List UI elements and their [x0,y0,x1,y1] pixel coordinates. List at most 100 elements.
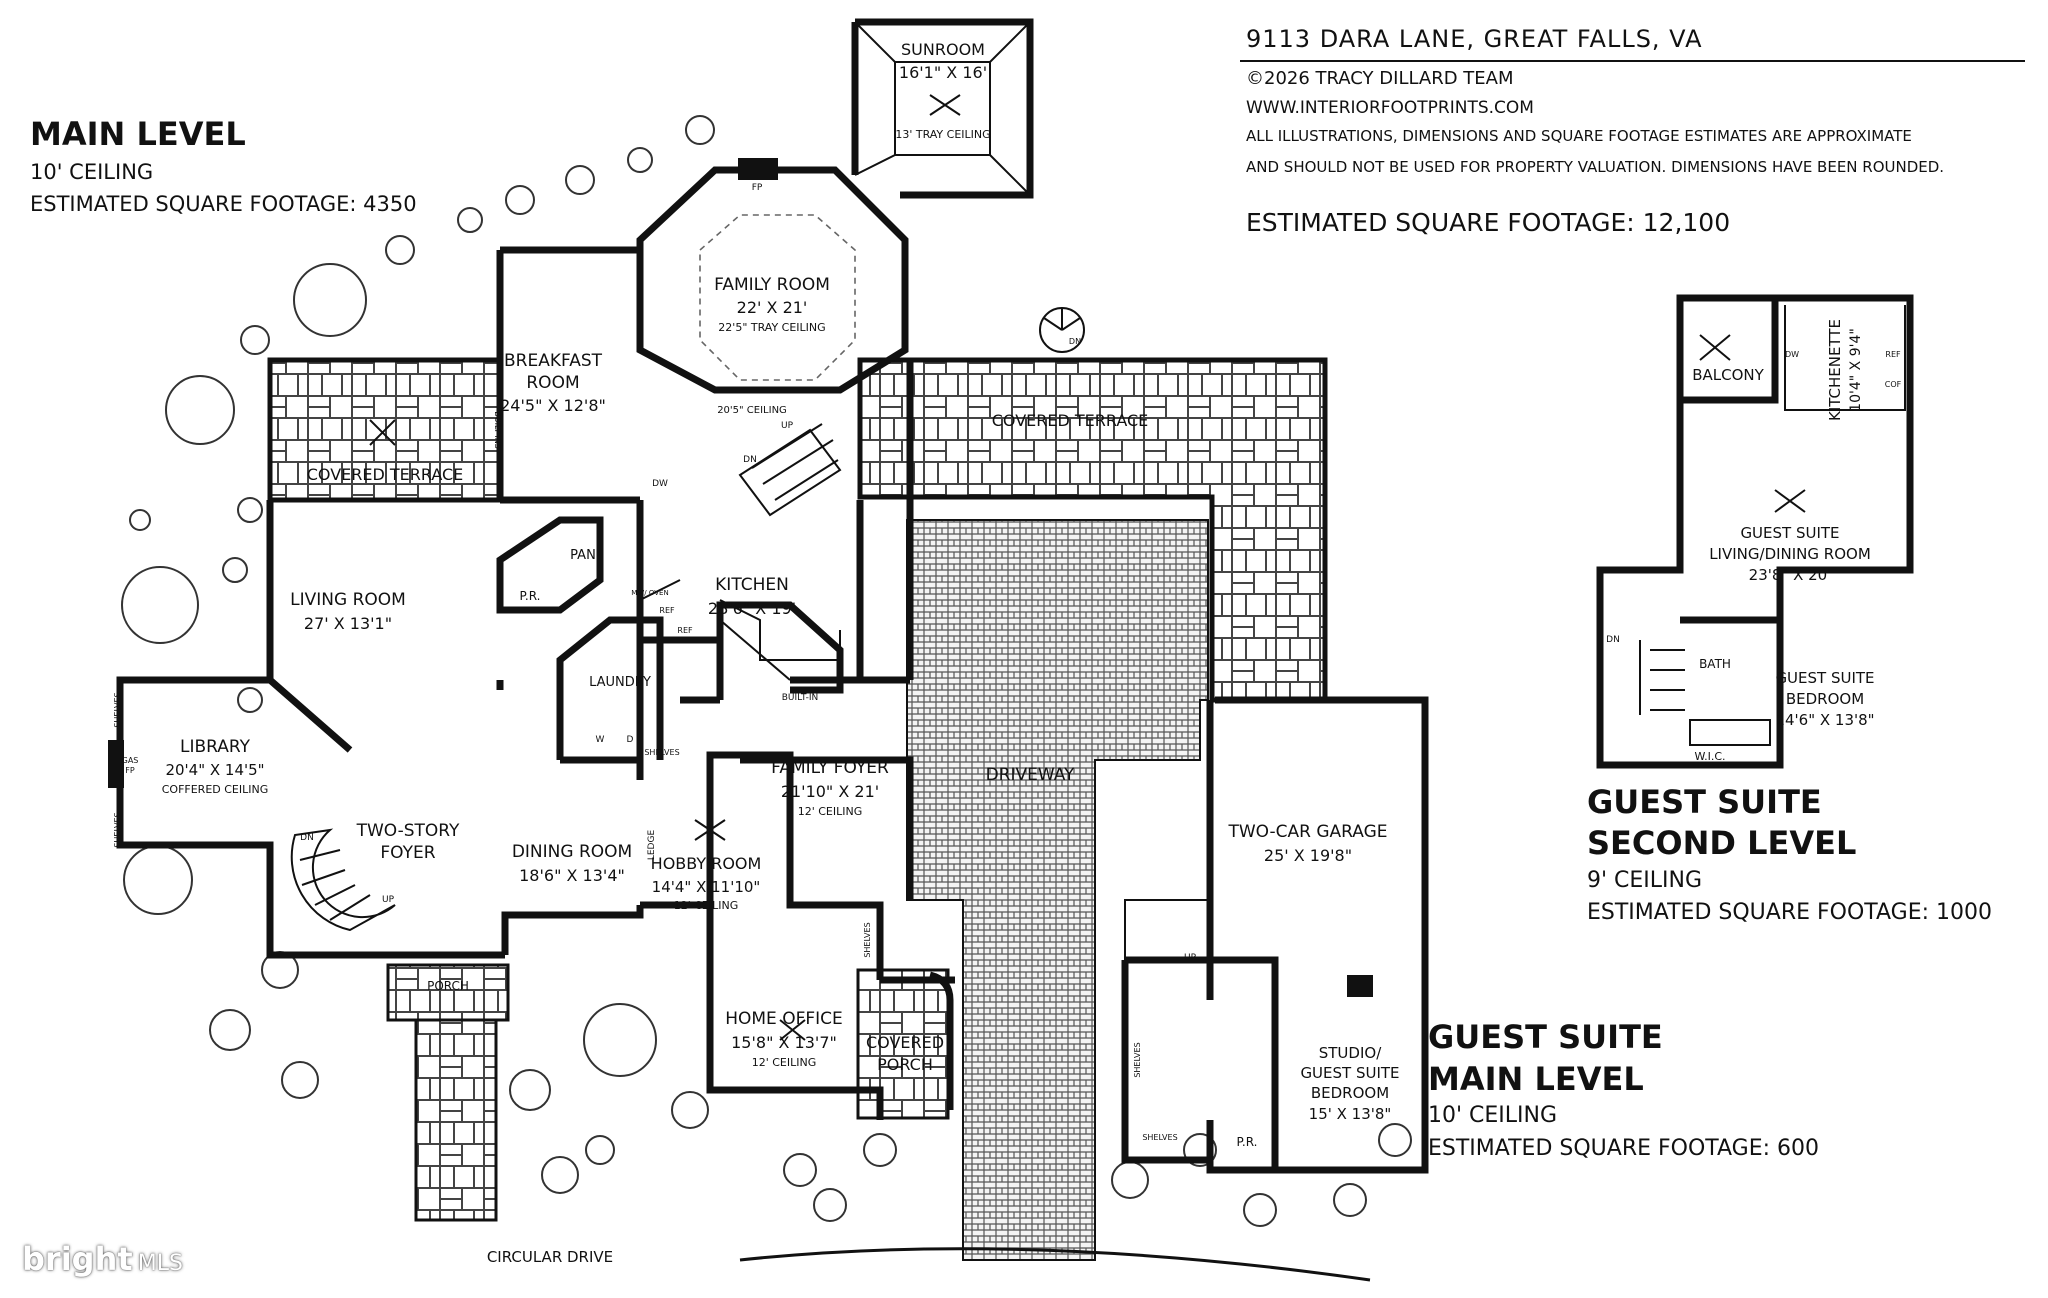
built-in-label: BUILT-IN [782,693,819,703]
ledge-label: LEDGE [647,830,657,861]
covered-terrace-right-label: COVERED TERRACE [992,411,1149,430]
family-room-ceiling: 20'5" CEILING [717,405,787,416]
ref-label-3: REF [1885,350,1901,359]
stair-main-curved [290,828,396,932]
kitchen-name: KITCHEN [715,575,789,595]
main-level-walls [116,18,1429,1174]
washer-label: W [596,735,605,745]
family-room-note: 22'5" TRAY CEILING [718,321,825,334]
ceiling-fan-icons [369,94,1806,1041]
shelves-label-4: SHELVES [1142,1133,1177,1142]
garage-name: TWO-CAR GARAGE [1227,822,1387,842]
up-label-kitchen: UP [781,421,794,431]
circular-drive-label: CIRCULAR DRIVE [487,1248,613,1266]
website: WWW.INTERIORFOOTPRINTS.COM [1246,98,1534,118]
covered-terrace-left-label: COVERED TERRACE [307,465,464,484]
circular-drive-curve [739,1247,1371,1282]
up-label-foyer: UP [382,895,395,905]
main-level-sqft: ESTIMATED SQUARE FOOTAGE: 4350 [30,192,417,216]
dining-dims: 18'6" X 13'4" [519,866,625,885]
porch-label: PORCH [427,979,469,993]
library-name: LIBRARY [180,737,251,757]
pr-guest-label: P.R. [1237,1135,1258,1149]
guest-second-level-walls [1596,294,1914,769]
guest-fireplace [1347,975,1373,997]
guest-living-name-1: GUEST SUITE [1740,524,1839,542]
shelves-label-6: SHELVES [863,922,872,957]
guest-main-ceiling: 10' CEILING [1428,1103,1558,1128]
dining-name: DINING ROOM [512,842,632,862]
guest-second-ceiling: 9' CEILING [1587,868,1703,893]
up-label-guest: UP [1184,953,1197,963]
studio-name-2: GUEST SUITE [1300,1064,1399,1082]
kitchenette-name: KITCHENETTE [1826,319,1844,421]
guest-second-sqft: ESTIMATED SQUARE FOOTAGE: 1000 [1587,900,1993,925]
breakfast-name-1: BREAKFAST [504,351,603,371]
shelves-label-3: SHELVES [113,812,122,847]
library-dims: 20'4" X 14'5" [165,761,264,779]
logo-brand: bright [22,1240,133,1278]
sunroom-dims: 16'1" X 16' [899,63,987,82]
disclaimer-1: ALL ILLUSTRATIONS, DIMENSIONS AND SQUARE… [1246,127,1912,145]
guest-living-name-2: LIVING/DINING ROOM [1709,545,1871,563]
gas-fp-2: FP [125,766,135,775]
shelves-label-1: SHELVES [644,748,679,757]
stair-spiral [1039,307,1085,353]
ref-label-1: REF [659,606,675,615]
studio-name-3: BEDROOM [1311,1084,1389,1102]
dn-label-second: DN [1606,635,1620,645]
address-title: 9113 DARA LANE, GREAT FALLS, VA [1246,25,1703,53]
family-foyer-dims: 21'10" X 21' [781,782,879,801]
guest-second-title-1: GUEST SUITE [1587,783,1822,821]
guest-living-dims: 23'8" X 20' [1749,566,1832,584]
dn-label-foyer: DN [300,833,314,843]
garage-dims: 25' X 19'8" [1264,846,1352,865]
sunroom-note: 13' TRAY CEILING [895,128,990,141]
living-room-dims: 27' X 13'1" [304,614,392,633]
gas-fp-1: GAS [122,756,139,765]
breakfast-dims: 24'5" X 12'8" [500,396,606,415]
home-office-dims: 15'8" X 13'7" [731,1033,837,1052]
guest-second-title-2: SECOND LEVEL [1587,824,1857,862]
studio-dims: 15' X 13'8" [1309,1105,1392,1123]
studio-name-1: STUDIO/ [1319,1044,1382,1062]
guest-bedroom-name-2: BEDROOM [1786,690,1864,708]
driveway-label: DRIVEWAY [986,765,1075,785]
breakfast-name-2: ROOM [526,373,579,393]
family-foyer-name: FAMILY FOYER [771,758,889,778]
hobby-note: 12' CEILING [674,899,739,912]
family-room-fireplace [738,158,778,180]
dw-label: DW [652,479,668,489]
guest-bedroom-name-1: GUEST SUITE [1775,669,1874,687]
foyer-name-2: FOYER [380,843,435,863]
copyright: ©2026 TRACY DILLARD TEAM [1246,68,1514,89]
sunroom-name: SUNROOM [901,40,985,59]
home-office-note: 12' CEILING [752,1056,817,1069]
hobby-name: HOBBY ROOM [651,854,762,873]
foyer-name-1: TWO-STORY [356,821,460,841]
fp-label: FP [752,183,763,193]
covered-porch-name-2: PORCH [877,1055,933,1074]
guest-bedroom-dims: 14'6" X 13'8" [1775,711,1874,729]
family-room-name: FAMILY ROOM [714,275,830,295]
living-room-name: LIVING ROOM [290,590,406,610]
logo-suffix: MLS [137,1251,183,1276]
guest-main-sqft: ESTIMATED SQUARE FOOTAGE: 600 [1428,1136,1820,1161]
balcony-label: BALCONY [1692,366,1764,384]
family-foyer-note: 12' CEILING [798,805,863,818]
shelves-label-2: SHELVES [113,692,122,727]
kitchen-dims: 28'6" X 19' [708,599,796,618]
home-office-name: HOME OFFICE [725,1009,843,1029]
library-fireplace [108,740,124,788]
bath-label: BATH [1699,657,1731,671]
pan-label: PAN [570,548,596,563]
mw-oven-label: MW/ OVEN [631,589,668,597]
library-note: COFFERED CEILING [162,783,269,796]
wic-label: W.I.C. [1694,750,1725,763]
pr-main-label: P.R. [520,589,541,603]
covered-porch-name-1: COVERED [866,1033,944,1052]
front-walk-paving [414,1018,498,1222]
main-level-title: MAIN LEVEL [30,115,246,153]
stair-kitchen [738,423,842,517]
